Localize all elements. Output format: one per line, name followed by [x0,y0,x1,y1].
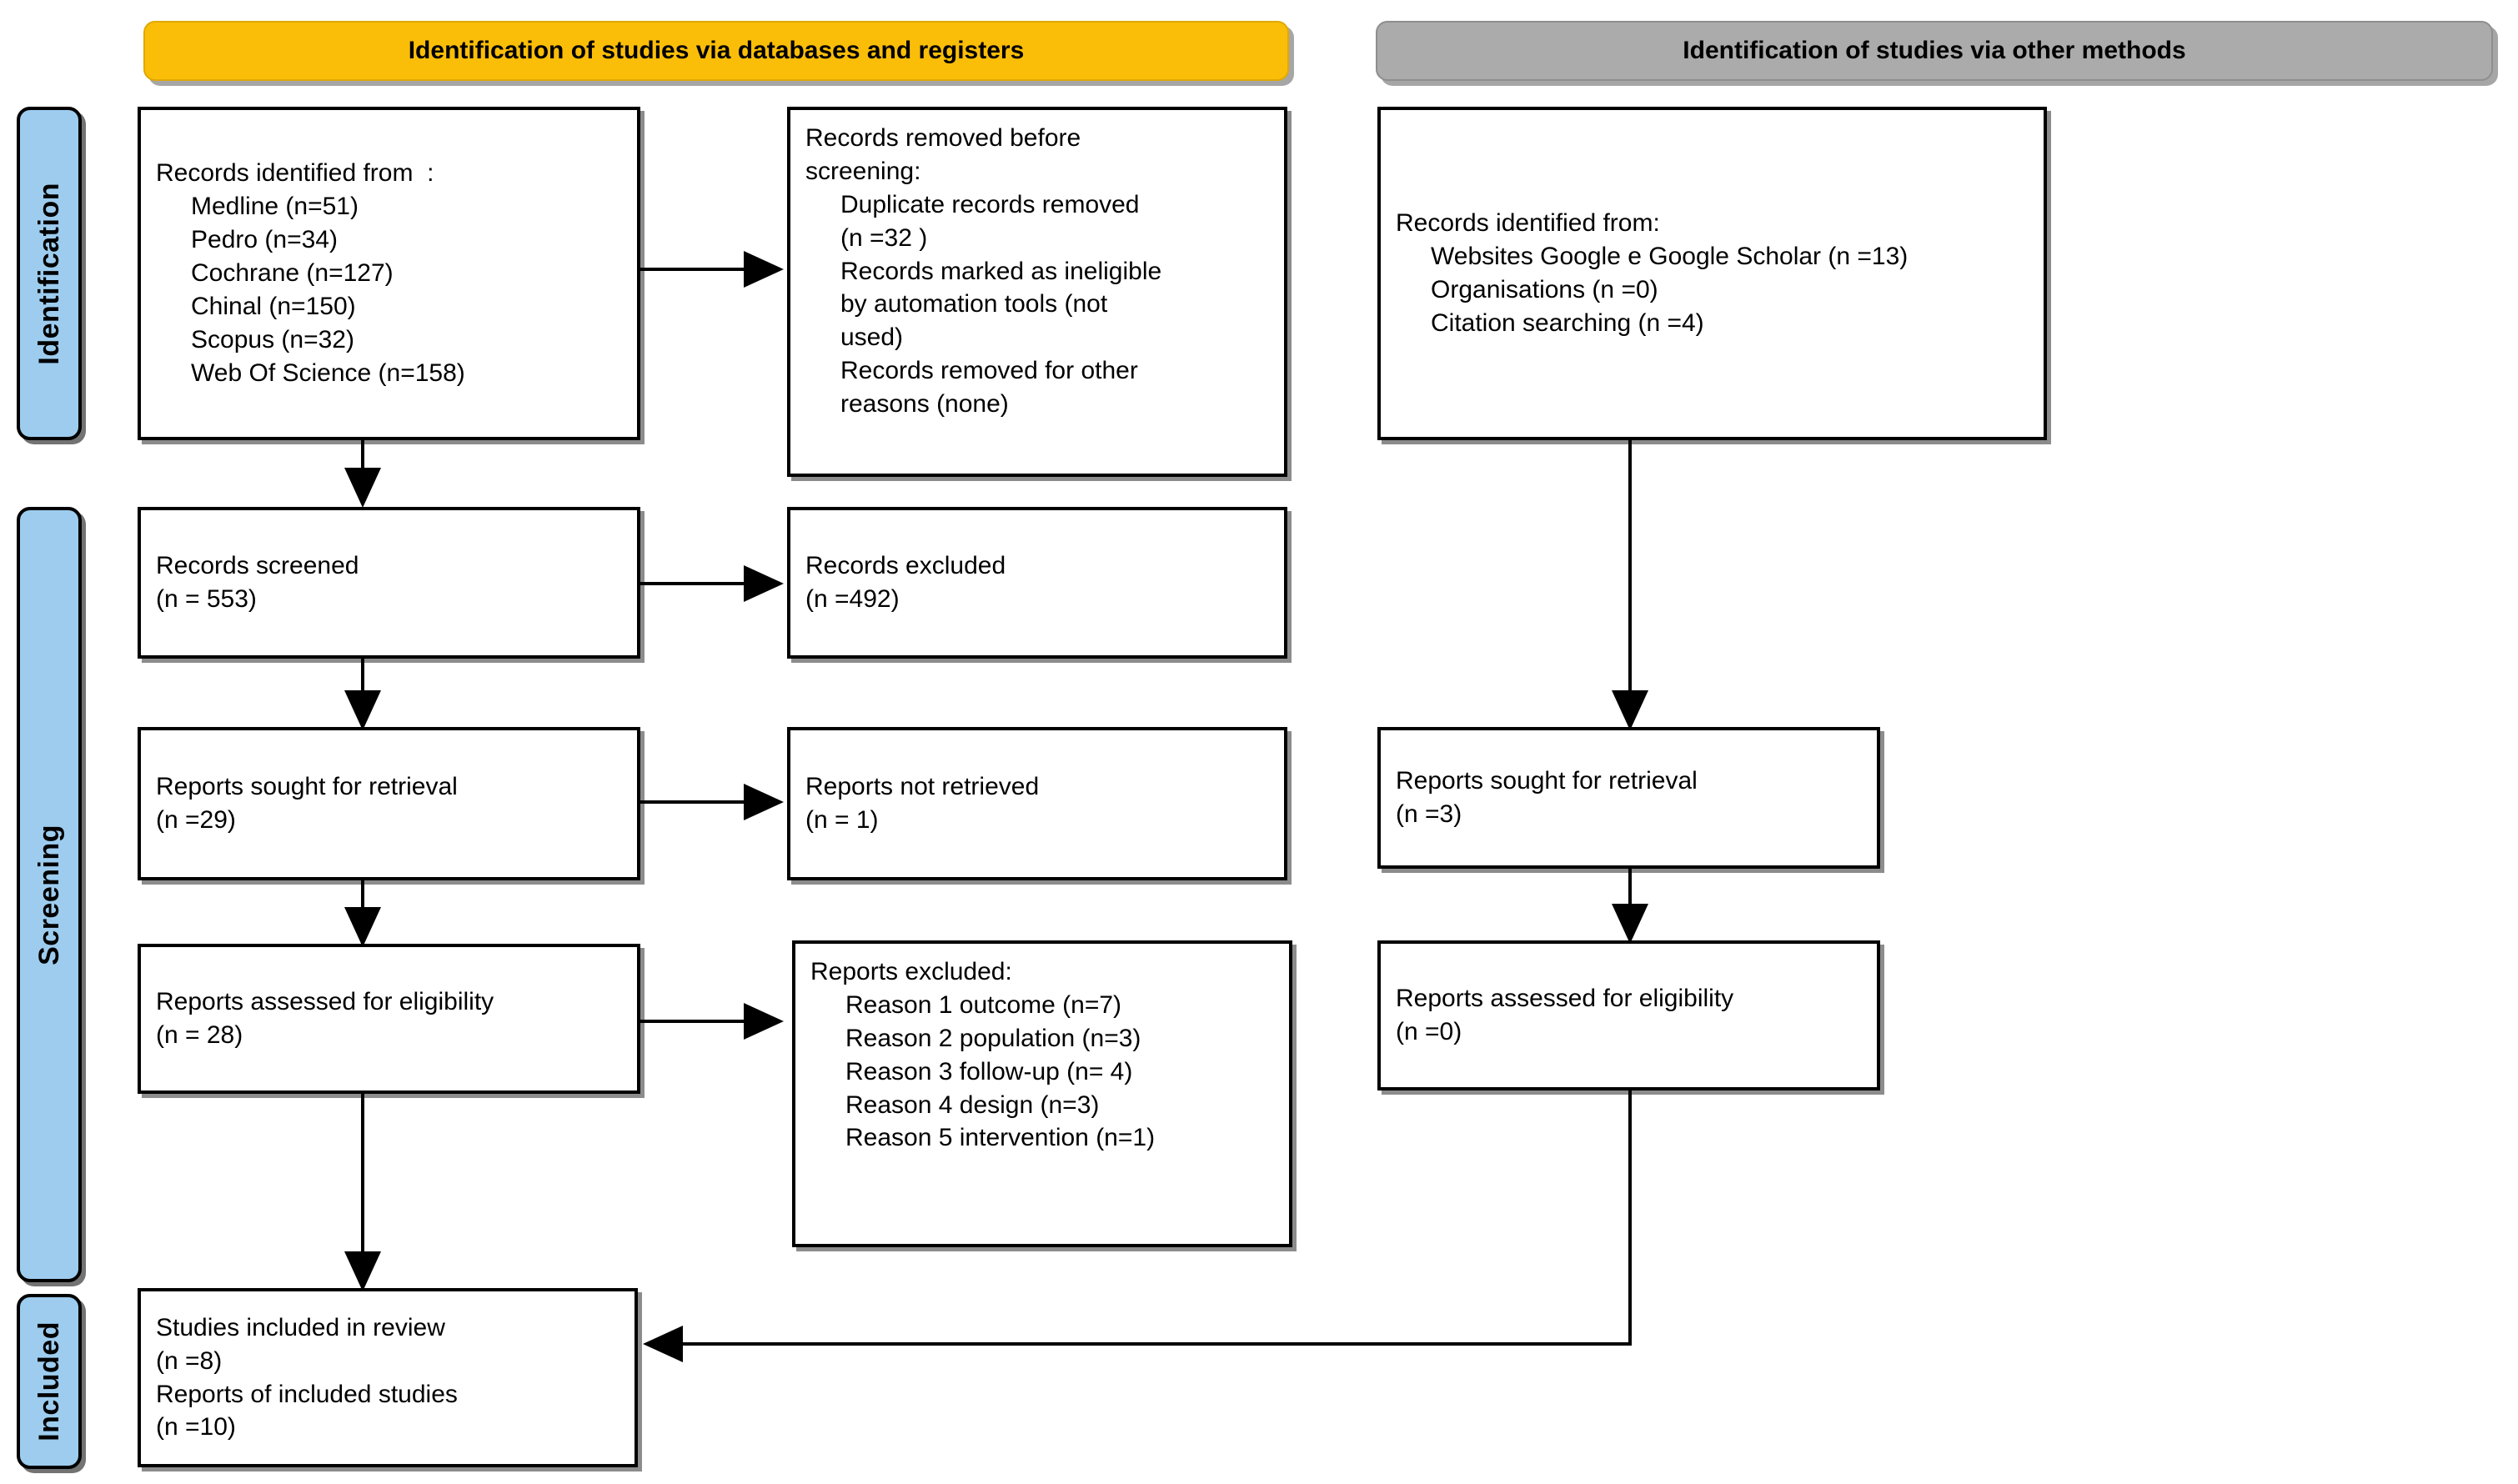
stage-pill-screening: Screening [17,507,82,1282]
reports-excluded-reason-2: Reason 2 population (n=3) [845,1024,1141,1052]
box-reports-sought-for-retrieval-other: Reports sought for retrieval (n =3) [1377,727,1880,869]
box-records-excluded: Records excluded (n =492) [787,507,1287,659]
records-removed-heading-plain: Records removed [805,124,1011,152]
reports-not-retrieved-count: (n = 1) [805,806,879,834]
records-identified-heading: Records identified from : [156,159,434,188]
records-identified-item-web-of-science: Web Of Science (n=158) [191,358,465,387]
stage-label-identification: Identification [33,182,65,365]
records-identified-item-cochrane: Cochrane (n=127) [191,259,394,288]
reports-assessed-right-label: Reports assessed for eligibility [1396,985,1734,1013]
records-removed-item-duplicate-n: (n =32 ) [840,223,928,252]
box-reports-sought-for-retrieval-databases: Reports sought for retrieval (n =29) [138,727,640,880]
reports-assessed-left-label: Reports assessed for eligibility [156,988,494,1016]
reports-assessed-right-count: (n =0) [1396,1018,1462,1045]
reports-of-included-studies-label: Reports of included studies [156,1380,458,1408]
reports-of-included-studies-count: (n =10) [156,1413,236,1441]
banner-databases-and-registers: Identification of studies via databases … [143,21,1289,81]
banner-databases-title: Identification of studies via databases … [408,37,1025,64]
records-removed-heading-italic-screening: screening [805,157,915,185]
records-identified-other-heading: Records identified from: [1396,209,1660,238]
records-removed-item-other-1: Records removed for other [840,357,1138,385]
box-records-identified-from-other-methods: Records identified from: Websites Google… [1377,107,2047,440]
records-removed-heading-line2: screening: [805,155,1269,188]
records-removed-item-other-2: reasons (none) [840,390,1009,419]
reports-excluded-reason-3: Reason 3 follow-up (n= 4) [845,1057,1133,1085]
records-removed-heading-line1: Records removed before [805,122,1269,155]
reports-excluded-reason-4: Reason 4 design (n=3) [845,1090,1100,1119]
reports-excluded-heading: Reports excluded: [810,958,1012,985]
box-reports-excluded-reasons: Reports excluded: Reason 1 outcome (n=7)… [792,940,1292,1247]
banner-other-title: Identification of studies via other meth… [1683,37,2186,64]
records-identified-item-pedro: Pedro (n=34) [191,226,338,254]
records-excluded-count: (n =492) [805,585,900,613]
box-studies-included-in-review: Studies included in review (n =8) Report… [138,1288,638,1467]
records-screened-count: (n = 553) [156,585,257,613]
records-removed-heading-italic-before: before [1010,124,1081,152]
box-records-screened: Records screened (n = 553) [138,507,640,659]
box-records-removed-before-screening: Records removed before screening: Duplic… [787,107,1287,477]
records-excluded-label: Records excluded [805,552,1006,580]
records-identified-other-item-organisations: Organisations (n =0) [1431,276,1658,303]
studies-included-count: (n =8) [156,1346,223,1375]
stage-pill-identification: Identification [17,107,82,440]
box-reports-not-retrieved: Reports not retrieved (n = 1) [787,727,1287,880]
box-reports-assessed-for-eligibility-databases: Reports assessed for eligibility (n = 28… [138,944,640,1094]
records-removed-item-duplicate: Duplicate records removed [840,190,1140,218]
records-removed-item-ineligible-2: by automation tools (not [840,290,1108,318]
reports-sought-right-count: (n =3) [1396,800,1462,828]
records-identified-other-item-citation: Citation searching (n =4) [1431,308,1704,337]
box-records-identified-from-databases: Records identified from : Medline (n=51)… [138,107,640,440]
records-identified-item-medline: Medline (n=51) [191,193,359,221]
reports-sought-left-label: Reports sought for retrieval [156,773,458,801]
reports-not-retrieved-label: Reports not retrieved [805,773,1040,801]
studies-included-label: Studies included in review [156,1313,445,1341]
records-removed-item-ineligible-1: Records marked as ineligible [840,257,1162,285]
records-removed-item-ineligible-3: used) [840,323,904,352]
records-identified-item-chinal: Chinal (n=150) [191,292,356,320]
stage-label-included: Included [33,1321,65,1441]
reports-sought-right-label: Reports sought for retrieval [1396,767,1698,795]
records-screened-label: Records screened [156,552,359,580]
box-reports-assessed-for-eligibility-other: Reports assessed for eligibility (n =0) [1377,940,1880,1090]
reports-sought-left-count: (n =29) [156,806,236,834]
records-identified-other-item-websites: Websites Google e Google Scholar (n =13) [1431,243,1909,271]
stage-pill-included: Included [17,1294,82,1469]
reports-excluded-reason-1: Reason 1 outcome (n=7) [845,990,1122,1019]
records-removed-heading-colon: : [914,157,921,185]
stage-label-screening: Screening [33,824,65,965]
reports-excluded-reason-5: Reason 5 intervention (n=1) [845,1124,1156,1152]
records-identified-item-scopus: Scopus (n=32) [191,325,354,353]
reports-assessed-left-count: (n = 28) [156,1021,243,1049]
banner-other-methods: Identification of studies via other meth… [1376,21,2493,81]
